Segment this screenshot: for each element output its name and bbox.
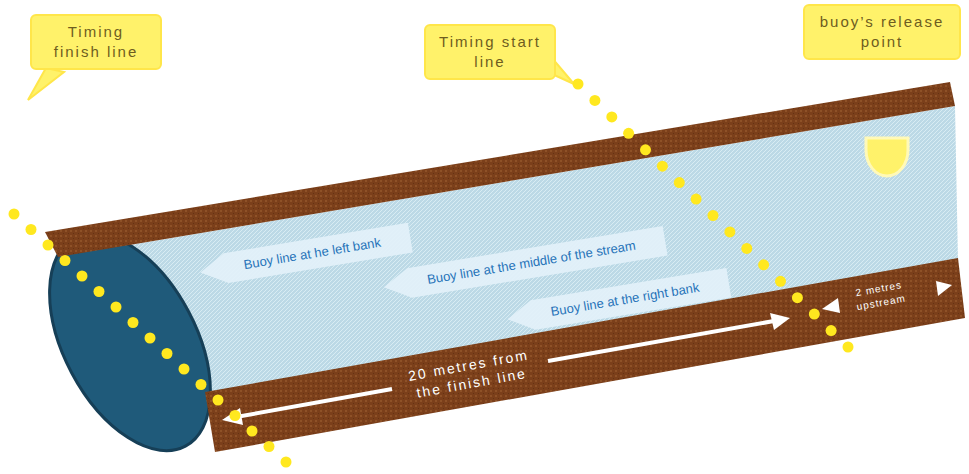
timing-dot (179, 364, 190, 375)
timing-dot (230, 410, 241, 421)
timing-dot-lines (9, 79, 854, 468)
timing-dot (758, 259, 769, 270)
timing-dot (826, 325, 837, 336)
timing-dot (9, 209, 20, 220)
timing-dot (26, 224, 37, 235)
buoy-symbol (866, 138, 908, 176)
timing-dot (843, 342, 854, 353)
timing-dot (775, 276, 786, 287)
timing-dot (94, 286, 105, 297)
buoy-line-arrow: Buoy line at the right bank (505, 268, 731, 334)
buoy-line-arrow: Buoy line at he left bank (198, 223, 413, 287)
timing-dot (111, 302, 122, 313)
timing-dot (724, 226, 735, 237)
callout-text: Timing finish line (42, 22, 150, 62)
callout-text: buoy’s release point (815, 12, 949, 52)
distance-label: 2 metres upstream (843, 276, 917, 316)
distance-arrow (222, 313, 790, 425)
timing-dot (145, 333, 156, 344)
distance-label: 20 metres from the finish line (393, 343, 547, 405)
timing-dot (162, 348, 173, 359)
timing-dot (247, 426, 258, 437)
timing-dot (128, 317, 139, 328)
timing-dot (281, 457, 292, 468)
timing-dot (573, 79, 584, 90)
bottom-bank (205, 258, 965, 452)
timing-dot (809, 309, 820, 320)
timing-dot (213, 395, 224, 406)
timing-dot (264, 441, 275, 452)
timing-dot (674, 177, 685, 188)
callout-tail (28, 68, 64, 100)
timing-dot (623, 128, 634, 139)
arrow-outline (505, 268, 731, 334)
timing-dot (640, 144, 651, 155)
timing-callout: Timing start line (424, 24, 556, 80)
timing-dot (196, 379, 207, 390)
timing-dot (691, 194, 702, 205)
timing-callout: Timing finish line (30, 14, 162, 70)
release-callout: buoy’s release point (803, 4, 961, 60)
timing-dot (77, 271, 88, 282)
arrow-outline (198, 223, 413, 287)
timing-dot (60, 255, 71, 266)
timing-dot (792, 292, 803, 303)
timing-dot (589, 95, 600, 106)
timing-dot (657, 161, 668, 172)
callout-text: Timing start line (436, 32, 544, 72)
timing-dot (708, 210, 719, 221)
timing-dot (606, 111, 617, 122)
channel-section (16, 207, 243, 474)
top-bank (45, 82, 955, 257)
timing-dot (741, 243, 752, 254)
timing-dot (43, 240, 54, 251)
